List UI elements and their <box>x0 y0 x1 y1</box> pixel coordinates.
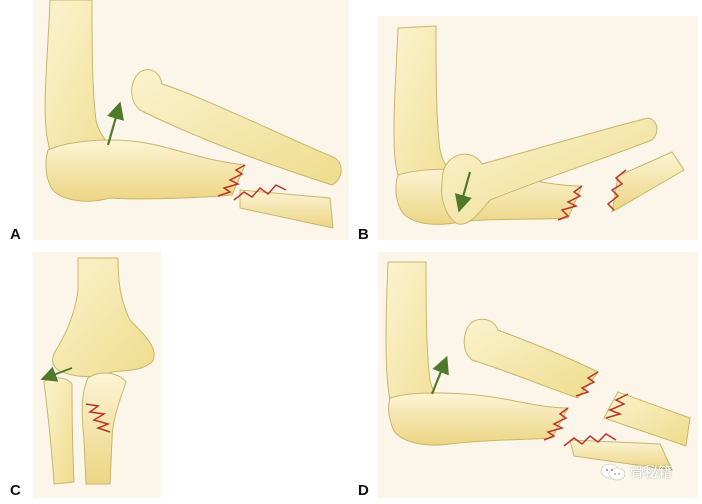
dislocation-arrow-b <box>454 171 472 213</box>
panel-b-figure <box>393 25 685 225</box>
panel-label-c: C <box>10 482 21 499</box>
fracture-line-d3 <box>605 393 629 419</box>
watermark-text: 骨秘籍 <box>630 465 672 481</box>
dislocation-arrow-a <box>106 101 125 146</box>
fracture-line-d1 <box>543 407 569 441</box>
panel-label-a: A <box>10 226 21 243</box>
ulna-distal-d <box>569 439 673 471</box>
watermark: 骨秘籍 <box>600 462 672 482</box>
dislocation-arrow-d <box>430 355 449 395</box>
fracture-line-a1 <box>217 164 246 197</box>
ulna-proximal-a <box>45 139 246 202</box>
panel-d-figure <box>385 261 691 471</box>
radius-proximal-d <box>463 318 599 399</box>
fracture-line-d4 <box>563 433 617 447</box>
radius-c <box>43 377 75 485</box>
panel-a-figure <box>44 0 342 229</box>
radius-b <box>441 117 658 225</box>
radius-distal-d <box>603 391 691 447</box>
fracture-line-d2 <box>575 371 599 397</box>
fracture-line-b1 <box>557 185 583 221</box>
ulna-c <box>81 372 127 485</box>
radius-a <box>131 69 342 186</box>
panel-label-d: D <box>358 482 369 499</box>
panel-c-figure <box>40 257 155 485</box>
dislocation-arrow-c <box>40 366 73 382</box>
fracture-line-a2 <box>233 184 287 201</box>
fracture-line-b2 <box>606 169 627 211</box>
fracture-line-c <box>85 403 111 433</box>
ulna-distal-a <box>239 189 334 229</box>
wechat-icon <box>600 463 626 481</box>
panel-label-b: B <box>358 226 369 243</box>
humerus-c <box>52 257 155 377</box>
ulna-proximal-d <box>388 392 569 446</box>
ulna-distal-b <box>611 151 685 213</box>
